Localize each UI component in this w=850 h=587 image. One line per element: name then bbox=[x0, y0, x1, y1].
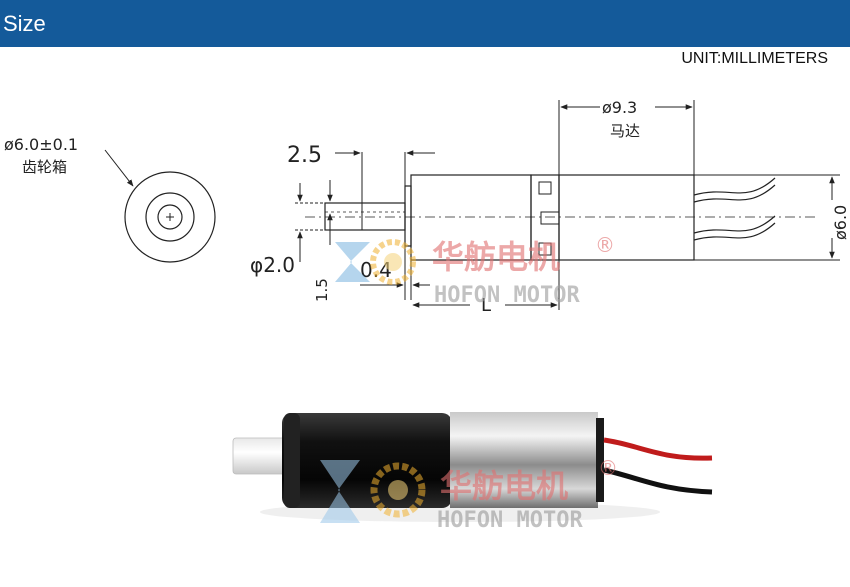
flat-dimension-label: 1.5 bbox=[313, 278, 331, 302]
registered-mark-top: ® bbox=[595, 233, 615, 257]
output-shaft bbox=[324, 202, 406, 231]
gearbox-diameter-label: ø6.0±0.1 bbox=[4, 135, 78, 154]
watermark-logo-top bbox=[335, 239, 416, 285]
watermark-en-top: HOFON MOTOR bbox=[434, 283, 580, 308]
motor-label-cn: 马达 bbox=[610, 122, 640, 140]
shaft-diameter-label: φ2.0 bbox=[250, 253, 295, 277]
motor-diameter-label: ø9.3 bbox=[602, 98, 637, 117]
gearbox-flange bbox=[404, 185, 412, 247]
end-view-outer-circle bbox=[124, 171, 216, 263]
watermark-cn-bottom: 华舫电机 bbox=[440, 467, 568, 505]
watermark-en-bottom: HOFON MOTOR bbox=[437, 508, 583, 533]
shaft-length-label: 2.5 bbox=[287, 143, 322, 168]
section-title: Size bbox=[3, 11, 46, 36]
registered-mark-bottom: ® bbox=[598, 456, 618, 480]
gearbox-label-cn: 齿轮箱 bbox=[22, 158, 67, 176]
watermark-logo-bottom bbox=[320, 460, 426, 523]
motor-body bbox=[558, 174, 695, 261]
watermark-cn-top: 华舫电机 bbox=[432, 238, 560, 276]
page-header: Size bbox=[0, 0, 850, 47]
unit-label: UNIT:MILLIMETERS bbox=[681, 50, 828, 67]
motor-photo bbox=[232, 412, 713, 522]
end-view-inner-circle bbox=[157, 204, 183, 230]
end-view bbox=[104, 149, 216, 263]
side-view bbox=[305, 152, 815, 261]
body-diameter-label: ø6.0 bbox=[831, 205, 850, 240]
end-view-middle-circle bbox=[145, 192, 195, 242]
overall-length-label: L bbox=[481, 295, 491, 316]
